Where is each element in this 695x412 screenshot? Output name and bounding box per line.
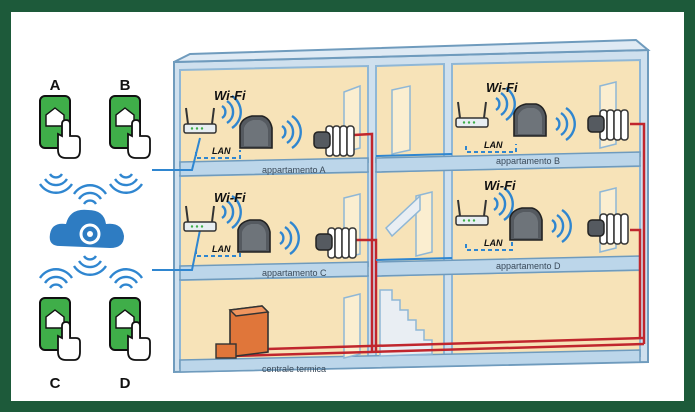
- wifi-label-c: Wi-Fi: [214, 190, 246, 205]
- wifi-label-b: Wi-Fi: [486, 80, 518, 95]
- apartment-a-label: appartamento A: [262, 165, 326, 175]
- lan-label-d: LAN: [484, 238, 503, 248]
- gateway-icon-a: [239, 115, 273, 149]
- lan-label-c: LAN: [212, 244, 231, 254]
- apartment-c-label: appartamento C: [262, 268, 327, 278]
- lan-label-a: LAN: [212, 146, 231, 156]
- phone-letter-a: A: [50, 77, 61, 94]
- building: [173, 38, 651, 374]
- wifi-label-a: Wi-Fi: [214, 88, 246, 103]
- apartment-d-label: appartamento D: [496, 261, 561, 271]
- apartment-b-label: appartamento B: [496, 156, 560, 166]
- heating-pipes: [231, 122, 646, 358]
- boiler-room-label: centrale termica: [262, 364, 326, 374]
- phone-letter-d: D: [120, 375, 131, 392]
- boiler-icon: [215, 305, 270, 359]
- phone-letter-c: C: [50, 375, 61, 392]
- phone-letter-b: B: [120, 77, 131, 94]
- wifi-label-d: Wi-Fi: [484, 178, 516, 193]
- cloud-icon: [49, 184, 124, 276]
- lan-label-b: LAN: [484, 140, 503, 150]
- gateway-icon-d: [509, 207, 543, 241]
- gateway-icon-c: [237, 219, 271, 253]
- lan-links: [152, 137, 517, 271]
- gateway-icon-b: [513, 103, 547, 137]
